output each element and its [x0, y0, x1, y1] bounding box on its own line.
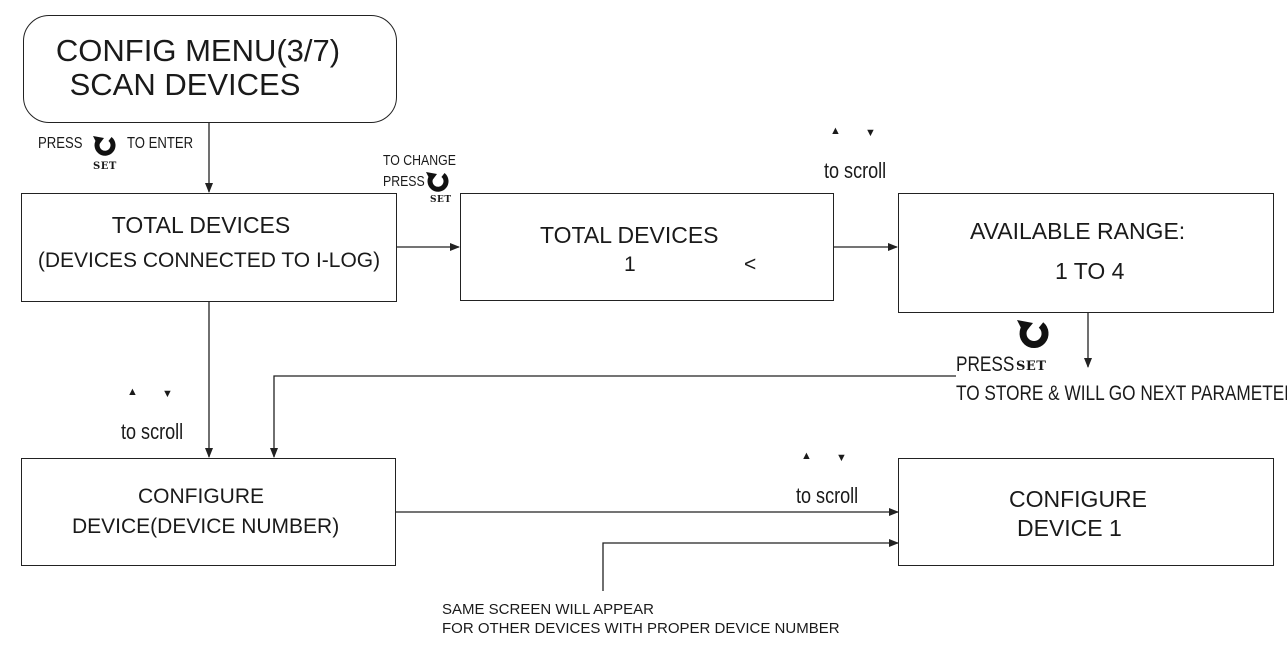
configure-device-1-line2: DEVICE 1	[1017, 515, 1122, 541]
total-devices-edit-box: TOTAL DEVICES 1 <	[460, 193, 834, 301]
store-set-label: SET	[1016, 359, 1047, 374]
down-triangle-icon: ▼	[865, 127, 876, 139]
arrow-store-to-configure	[270, 375, 956, 458]
change-set-label: SET	[430, 195, 452, 205]
arrow-footnote-to-device1	[602, 539, 899, 591]
configure-line2: DEVICE(DEVICE NUMBER)	[72, 515, 340, 538]
edit-cursor: <	[744, 253, 757, 276]
store-hint-line2: TO STORE & WILL GO NEXT PARAMETER	[956, 382, 1287, 405]
range-value: 1 TO 4	[1055, 258, 1125, 284]
configure-line1: CONFIGURE	[138, 485, 264, 508]
available-range-box: AVAILABLE RANGE: 1 TO 4	[898, 193, 1274, 313]
scroll-label-left: to scroll	[121, 419, 184, 444]
enter-set-label: SET	[93, 161, 117, 172]
total-devices-box: TOTAL DEVICES (DEVICES CONNECTED TO I-LO…	[21, 193, 397, 302]
footnote-line1: SAME SCREEN WILL APPEAR	[442, 601, 655, 618]
total-devices-subtitle: (DEVICES CONNECTED TO I-LOG)	[37, 249, 381, 272]
up-triangle-icon: ▲	[801, 450, 812, 462]
store-press-label: PRESS	[956, 353, 1015, 376]
scan-devices-title: SCAN DEVICES	[69, 67, 301, 102]
range-title: AVAILABLE RANGE:	[970, 218, 1186, 244]
change-press-label: PRESS	[383, 173, 425, 190]
circular-arrow-icon	[423, 170, 453, 192]
circular-arrow-icon	[1013, 318, 1053, 350]
configure-device-1-box: CONFIGURE DEVICE 1	[898, 458, 1274, 566]
up-triangle-icon: ▲	[830, 125, 841, 137]
configure-box: CONFIGURE DEVICE(DEVICE NUMBER)	[21, 458, 396, 566]
total-devices-title: TOTAL DEVICES	[111, 212, 291, 238]
scroll-label-bottom: to scroll	[796, 483, 859, 508]
edit-title: TOTAL DEVICES	[540, 222, 719, 248]
edit-value: 1	[624, 253, 636, 276]
config-menu-title: CONFIG MENU(3/7)	[55, 33, 341, 68]
down-triangle-icon: ▼	[162, 388, 173, 400]
config-menu-box: CONFIG MENU(3/7) SCAN DEVICES	[23, 15, 397, 123]
change-hint-line1: TO CHANGE	[383, 152, 456, 169]
down-triangle-icon: ▼	[836, 452, 847, 464]
up-triangle-icon: ▲	[127, 386, 138, 398]
scroll-label-top: to scroll	[824, 158, 887, 183]
enter-to-enter-label: TO ENTER	[127, 135, 194, 152]
enter-press-label: PRESS	[38, 135, 83, 152]
circular-arrow-icon	[90, 134, 120, 156]
footnote-line2: FOR OTHER DEVICES WITH PROPER DEVICE NUM…	[442, 620, 840, 637]
configure-device-1-line1: CONFIGURE	[1009, 486, 1147, 512]
